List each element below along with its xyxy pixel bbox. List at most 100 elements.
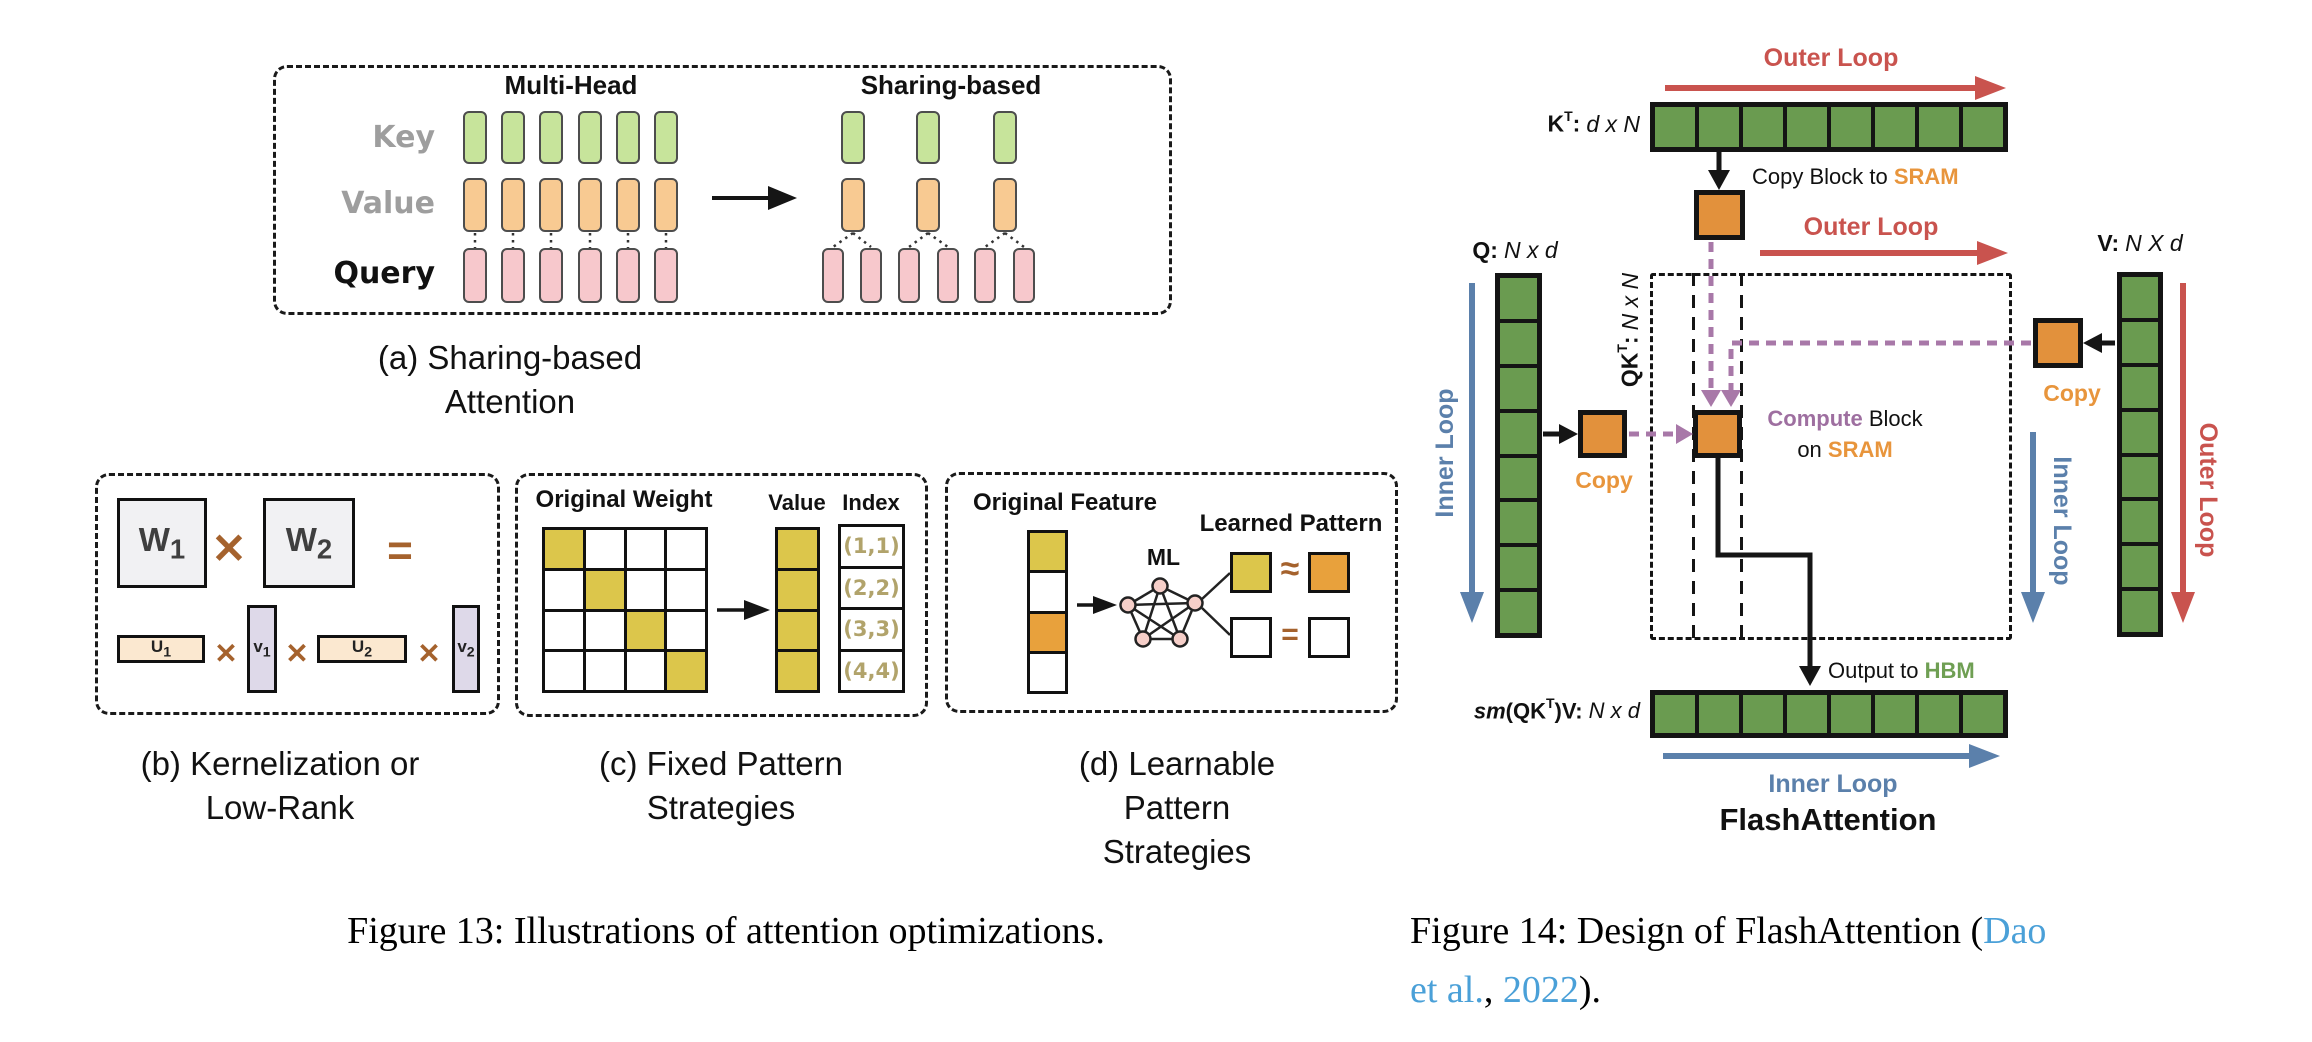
- u1-label: U1: [150, 637, 172, 661]
- matrix-cell: [1655, 107, 1695, 147]
- matrix-cell: [1919, 695, 1959, 733]
- v-matrix-label: V:N X d: [2097, 230, 2183, 256]
- key-bar: [841, 111, 865, 164]
- matrix-cell: [1699, 695, 1739, 733]
- inner-loop-left-label: Inner Loop: [1431, 388, 1459, 518]
- value-cell: [778, 611, 817, 650]
- value-bar: [916, 178, 940, 232]
- matrix-cell: [1963, 695, 2003, 733]
- query-bar: [463, 248, 487, 303]
- weight-cell: [626, 570, 665, 609]
- matrix-cell: [1875, 695, 1915, 733]
- query-bar: [578, 248, 602, 303]
- query-bar: [616, 248, 640, 303]
- figure14-caption-line2: et al., 2022).: [1410, 969, 1602, 1011]
- learned-white-cell: [1230, 617, 1272, 658]
- query-bar: [860, 248, 882, 303]
- matrix-cell: [1500, 457, 1537, 499]
- inner-loop-right-label: Inner Loop: [2048, 456, 2076, 586]
- citation-link[interactable]: Dao: [1983, 910, 2047, 952]
- value-column: [775, 527, 820, 693]
- panel-d-box: [945, 472, 1398, 713]
- panel-a-caption: (a) Sharing-based Attention: [360, 336, 660, 424]
- weight-cell: [667, 652, 705, 690]
- matrix-cell: [1500, 278, 1537, 319]
- qkt-dashed-box: [1650, 273, 2012, 640]
- query-bar: [898, 248, 920, 303]
- panel-d-caption-line1: (d) Learnable Pattern: [1078, 745, 1276, 826]
- compute-block-label: Compute Block on SRAM: [1767, 406, 1923, 462]
- v1-label: v1: [253, 637, 271, 661]
- panel-c-box: [515, 473, 928, 717]
- matrix-cell: [2122, 501, 2158, 543]
- inner-loop-bottom-label: Inner Loop: [1768, 770, 1898, 798]
- times-icon: ✕: [285, 638, 309, 669]
- matrix-cell: [2122, 366, 2158, 408]
- k-matrix: [1650, 102, 2008, 152]
- index-cell: (2,2): [841, 568, 902, 607]
- value-bar: [539, 178, 563, 232]
- panel-b-box: [95, 473, 500, 715]
- k-matrix-label: KT:d x N: [1547, 108, 1640, 137]
- citation-link[interactable]: 2022: [1502, 969, 1579, 1011]
- matrix-cell: [2122, 591, 2158, 632]
- key-bar: [463, 111, 487, 164]
- q-copy-block: [1578, 410, 1627, 458]
- matrix-cell: [1831, 107, 1871, 147]
- weight-cell: [585, 611, 624, 650]
- flashattention-title: FlashAttention: [1719, 802, 1937, 837]
- panel-b-caption-line1: (b) Kernelization or: [140, 745, 420, 782]
- matrix-cell: [1787, 107, 1827, 147]
- citation-link[interactable]: et al.: [1410, 969, 1484, 1011]
- matrix-cell: [1500, 547, 1537, 589]
- weight-cell: [626, 611, 665, 650]
- weight-cell: [667, 611, 705, 650]
- figure13-caption: Figure 13: Illustrations of attention op…: [347, 910, 1105, 952]
- weight-cell: [545, 570, 583, 609]
- value-bar: [463, 178, 487, 232]
- q-copy-label: Copy: [1575, 467, 1633, 493]
- index-cell: (4,4): [841, 651, 902, 690]
- weight-cell: [545, 611, 583, 650]
- weight-cell: [545, 530, 583, 568]
- matrix-cell: [1500, 367, 1537, 409]
- matrix-cell: [2122, 277, 2158, 318]
- panel-a-bars: [0, 0, 1200, 330]
- panel-d-caption: (d) Learnable Pattern Strategies: [1027, 742, 1327, 874]
- panel-d-caption-line2: Strategies: [1102, 833, 1252, 870]
- times-icon: ✕: [417, 638, 441, 669]
- outer-loop-mid-label: Outer Loop: [1803, 213, 1939, 241]
- query-bar: [1013, 248, 1035, 303]
- matrix-cell: [2122, 546, 2158, 588]
- query-bar: [539, 248, 563, 303]
- value-cell: [778, 652, 817, 690]
- panel-c-caption-line1: (c) Fixed Pattern: [599, 745, 843, 782]
- output-matrix-label: sm(QKT)V:N x d: [1473, 695, 1640, 724]
- outer-loop-right-label: Outer Loop: [2194, 422, 2222, 558]
- qkt-matrix-label: QKT:N x N: [1614, 272, 1643, 388]
- approx-icon: ≈: [1280, 550, 1300, 588]
- weight-cell: [585, 530, 624, 568]
- weight-cell: [545, 652, 583, 690]
- w1-matrix: W1: [117, 498, 207, 588]
- feature-cell: [1030, 533, 1065, 571]
- q-matrix-label: Q:N x d: [1472, 237, 1558, 263]
- feature-cell: [1030, 653, 1065, 691]
- u1-matrix: U1: [117, 635, 205, 663]
- figure14-caption: Figure 14: Design of FlashAttention (Dao…: [1410, 902, 2290, 1020]
- q-matrix: [1495, 273, 1542, 638]
- v-copy-block: [2033, 318, 2083, 368]
- matrix-cell: [1699, 107, 1739, 147]
- weight-cell: [626, 652, 665, 690]
- query-bar: [974, 248, 996, 303]
- output-to-hbm-label: Output to HBM: [1828, 658, 1975, 683]
- weight-cell: [667, 530, 705, 568]
- matrix-cell: [1875, 107, 1915, 147]
- panel-a-header-multihead: Multi-Head: [504, 70, 638, 100]
- index-column: (1,1)(2,2)(3,3)(4,4): [838, 524, 905, 693]
- v-matrix: [2117, 272, 2163, 637]
- key-bar: [616, 111, 640, 164]
- matrix-cell: [1500, 502, 1537, 544]
- panel-b-caption-line2: Low-Rank: [205, 789, 355, 826]
- panel-c-index-header: Index: [842, 490, 900, 515]
